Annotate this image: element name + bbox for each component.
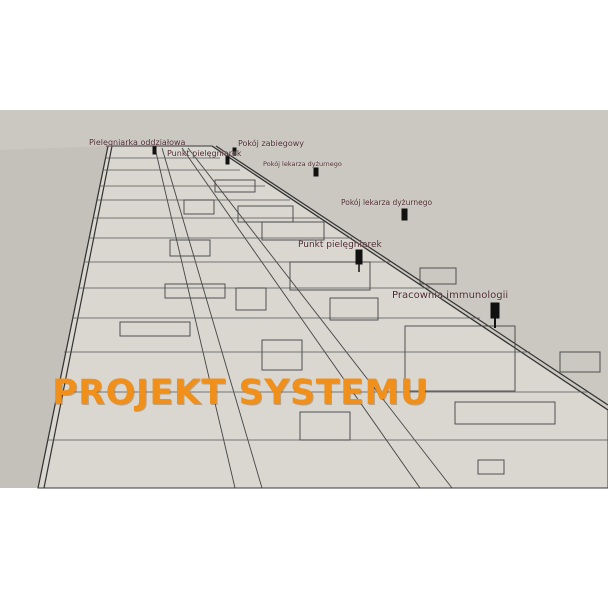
marker-pin <box>225 155 230 165</box>
slide-title: PROJEKT SYSTEMU <box>52 373 429 413</box>
marker-pin <box>152 146 157 155</box>
room-label: Pokój lekarza dyżurnego <box>341 198 433 207</box>
marker-pin <box>355 249 363 265</box>
room-markers <box>152 146 500 328</box>
room-label: Punkt pielęgniarek <box>167 149 242 158</box>
marker-pin <box>490 302 500 319</box>
room-outlines <box>119 179 601 475</box>
room-label: Punkt pielęgniarek <box>298 240 382 250</box>
marker-pin <box>232 147 237 156</box>
room-label: Pokój lekarza dyżurnego <box>263 160 342 168</box>
outer-walls <box>37 145 608 489</box>
room-label: Pielęgniarka oddziałowa <box>89 138 186 147</box>
marker-pin <box>313 167 319 177</box>
room-label: Pracownia immunologii <box>392 290 509 301</box>
marker-pin <box>401 208 408 221</box>
room-label: Pokój zabiegowy <box>238 139 305 148</box>
left-shadow <box>0 146 108 488</box>
